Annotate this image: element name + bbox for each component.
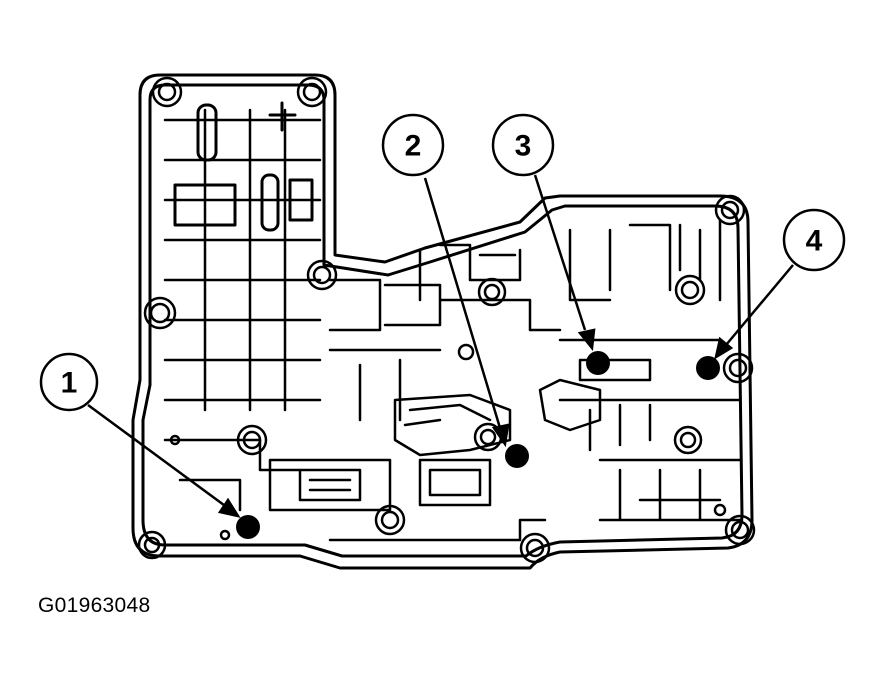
lower-passages bbox=[163, 393, 547, 542]
mid-channels bbox=[328, 243, 562, 422]
callout-label-1: 1 bbox=[61, 367, 78, 400]
check-balls bbox=[236, 351, 720, 539]
callout-circle-4 bbox=[782, 208, 846, 272]
leader-line-2 bbox=[423, 177, 502, 429]
arrowhead-2 bbox=[491, 423, 510, 448]
figure-id-caption: G01963048 bbox=[38, 594, 151, 617]
callout-circle-2 bbox=[381, 113, 445, 177]
cross-mark bbox=[268, 101, 297, 132]
right-channels bbox=[538, 218, 742, 522]
arrowhead-1 bbox=[217, 497, 241, 518]
leader-line-3 bbox=[533, 174, 587, 331]
callout-label-3: 3 bbox=[515, 130, 532, 163]
leader-line-4 bbox=[725, 264, 794, 346]
callout-label-4: 4 bbox=[806, 225, 823, 258]
valve-bore-a bbox=[173, 183, 237, 227]
arrowhead-4 bbox=[714, 336, 734, 360]
check-ball-3 bbox=[586, 351, 610, 375]
check-ball-1 bbox=[236, 515, 260, 539]
spool-b bbox=[260, 173, 280, 232]
callout-label-2: 2 bbox=[405, 130, 422, 163]
arrowhead-3 bbox=[577, 328, 596, 352]
callout-circle-3 bbox=[491, 113, 555, 177]
check-ball-2 bbox=[505, 444, 529, 468]
leader-line-1 bbox=[87, 403, 229, 510]
bolt-holes bbox=[137, 76, 756, 564]
left-grid bbox=[163, 108, 322, 412]
spool-a bbox=[196, 103, 218, 162]
check-ball-4 bbox=[696, 356, 720, 380]
valve-bore-b bbox=[288, 178, 314, 222]
callout-circle-1 bbox=[39, 352, 99, 412]
